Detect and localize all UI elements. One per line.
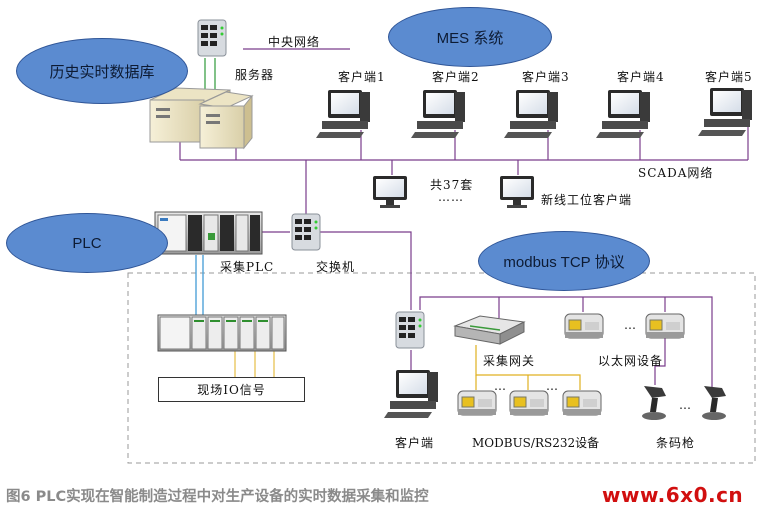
io-module-rack — [157, 314, 287, 352]
barcode-gun-label: 条码枪 — [656, 436, 696, 450]
client1-pc — [316, 90, 370, 138]
mes-oval: MES 系统 — [388, 7, 552, 67]
field-io-box: 现场IO信号 — [158, 377, 305, 402]
modbus-bus — [419, 296, 713, 392]
modbus-device-1 — [457, 390, 497, 416]
serial-dots-1: … — [494, 379, 507, 393]
collect-gateway — [453, 315, 526, 345]
switch-field-link — [320, 231, 412, 310]
scanner-dots: … — [679, 398, 692, 412]
ellipsis-label: …… — [438, 190, 464, 204]
new-line-client-label: 新线工位客户端 — [541, 193, 633, 207]
modbus-device-label: MODBUS/RS232设备 — [472, 436, 600, 450]
client5-pc — [698, 88, 752, 136]
switch-label: 交换机 — [316, 260, 356, 274]
field-io-label: 现场IO信号 — [197, 383, 266, 397]
server-right — [198, 91, 254, 150]
barcode-scanner-2 — [702, 386, 726, 420]
collect-plc-rack — [154, 211, 263, 255]
history-db-oval: 历史实时数据库 — [16, 38, 188, 104]
plc-oval: PLC — [6, 213, 168, 273]
server-link-left — [186, 58, 206, 91]
client3-label: 客户端3 — [522, 70, 570, 84]
modbus-device-2 — [509, 390, 549, 416]
modbus-device-3 — [562, 390, 602, 416]
client4-label: 客户端4 — [617, 70, 665, 84]
eth-dots: … — [624, 318, 637, 332]
barcode-scanner-1 — [642, 386, 666, 420]
modbus-oval: modbus TCP 协议 — [478, 231, 650, 291]
client2-pc — [411, 90, 465, 138]
ethernet-device-label: 以太网设备 — [598, 354, 664, 368]
figure-caption: 图6 PLC实现在智能制造过程中对生产设备的实时数据采集和监控 — [6, 489, 429, 505]
field-client-pc — [384, 370, 438, 418]
total-client-monitor — [373, 176, 407, 208]
central-network-label: 中央网络 — [268, 35, 321, 49]
new-line-client-monitor — [500, 176, 534, 208]
serial-dots-2: … — [546, 379, 559, 393]
ethernet-device-2 — [645, 313, 685, 339]
collect-plc-label: 采集PLC — [220, 260, 275, 274]
field-area-border — [127, 272, 756, 464]
plc-switch — [291, 213, 321, 251]
field-switch — [395, 311, 425, 349]
ethernet-device-1 — [564, 313, 604, 339]
client1-label: 客户端1 — [338, 70, 386, 84]
scanner-link-1 — [654, 338, 666, 385]
client3-pc — [504, 90, 558, 138]
server-label: 服务器 — [235, 68, 275, 82]
collect-gateway-label: 采集网关 — [483, 354, 536, 368]
client-label: 客户端 — [395, 436, 435, 450]
client5-label: 客户端5 — [705, 70, 753, 84]
central-switch — [197, 19, 227, 57]
client2-label: 客户端2 — [432, 70, 480, 84]
client4-pc — [596, 90, 650, 138]
watermark: www.6x0.cn — [602, 483, 744, 507]
scada-network-label: SCADA网络 — [638, 166, 714, 180]
total-sets-label: 共37套 — [430, 178, 474, 192]
